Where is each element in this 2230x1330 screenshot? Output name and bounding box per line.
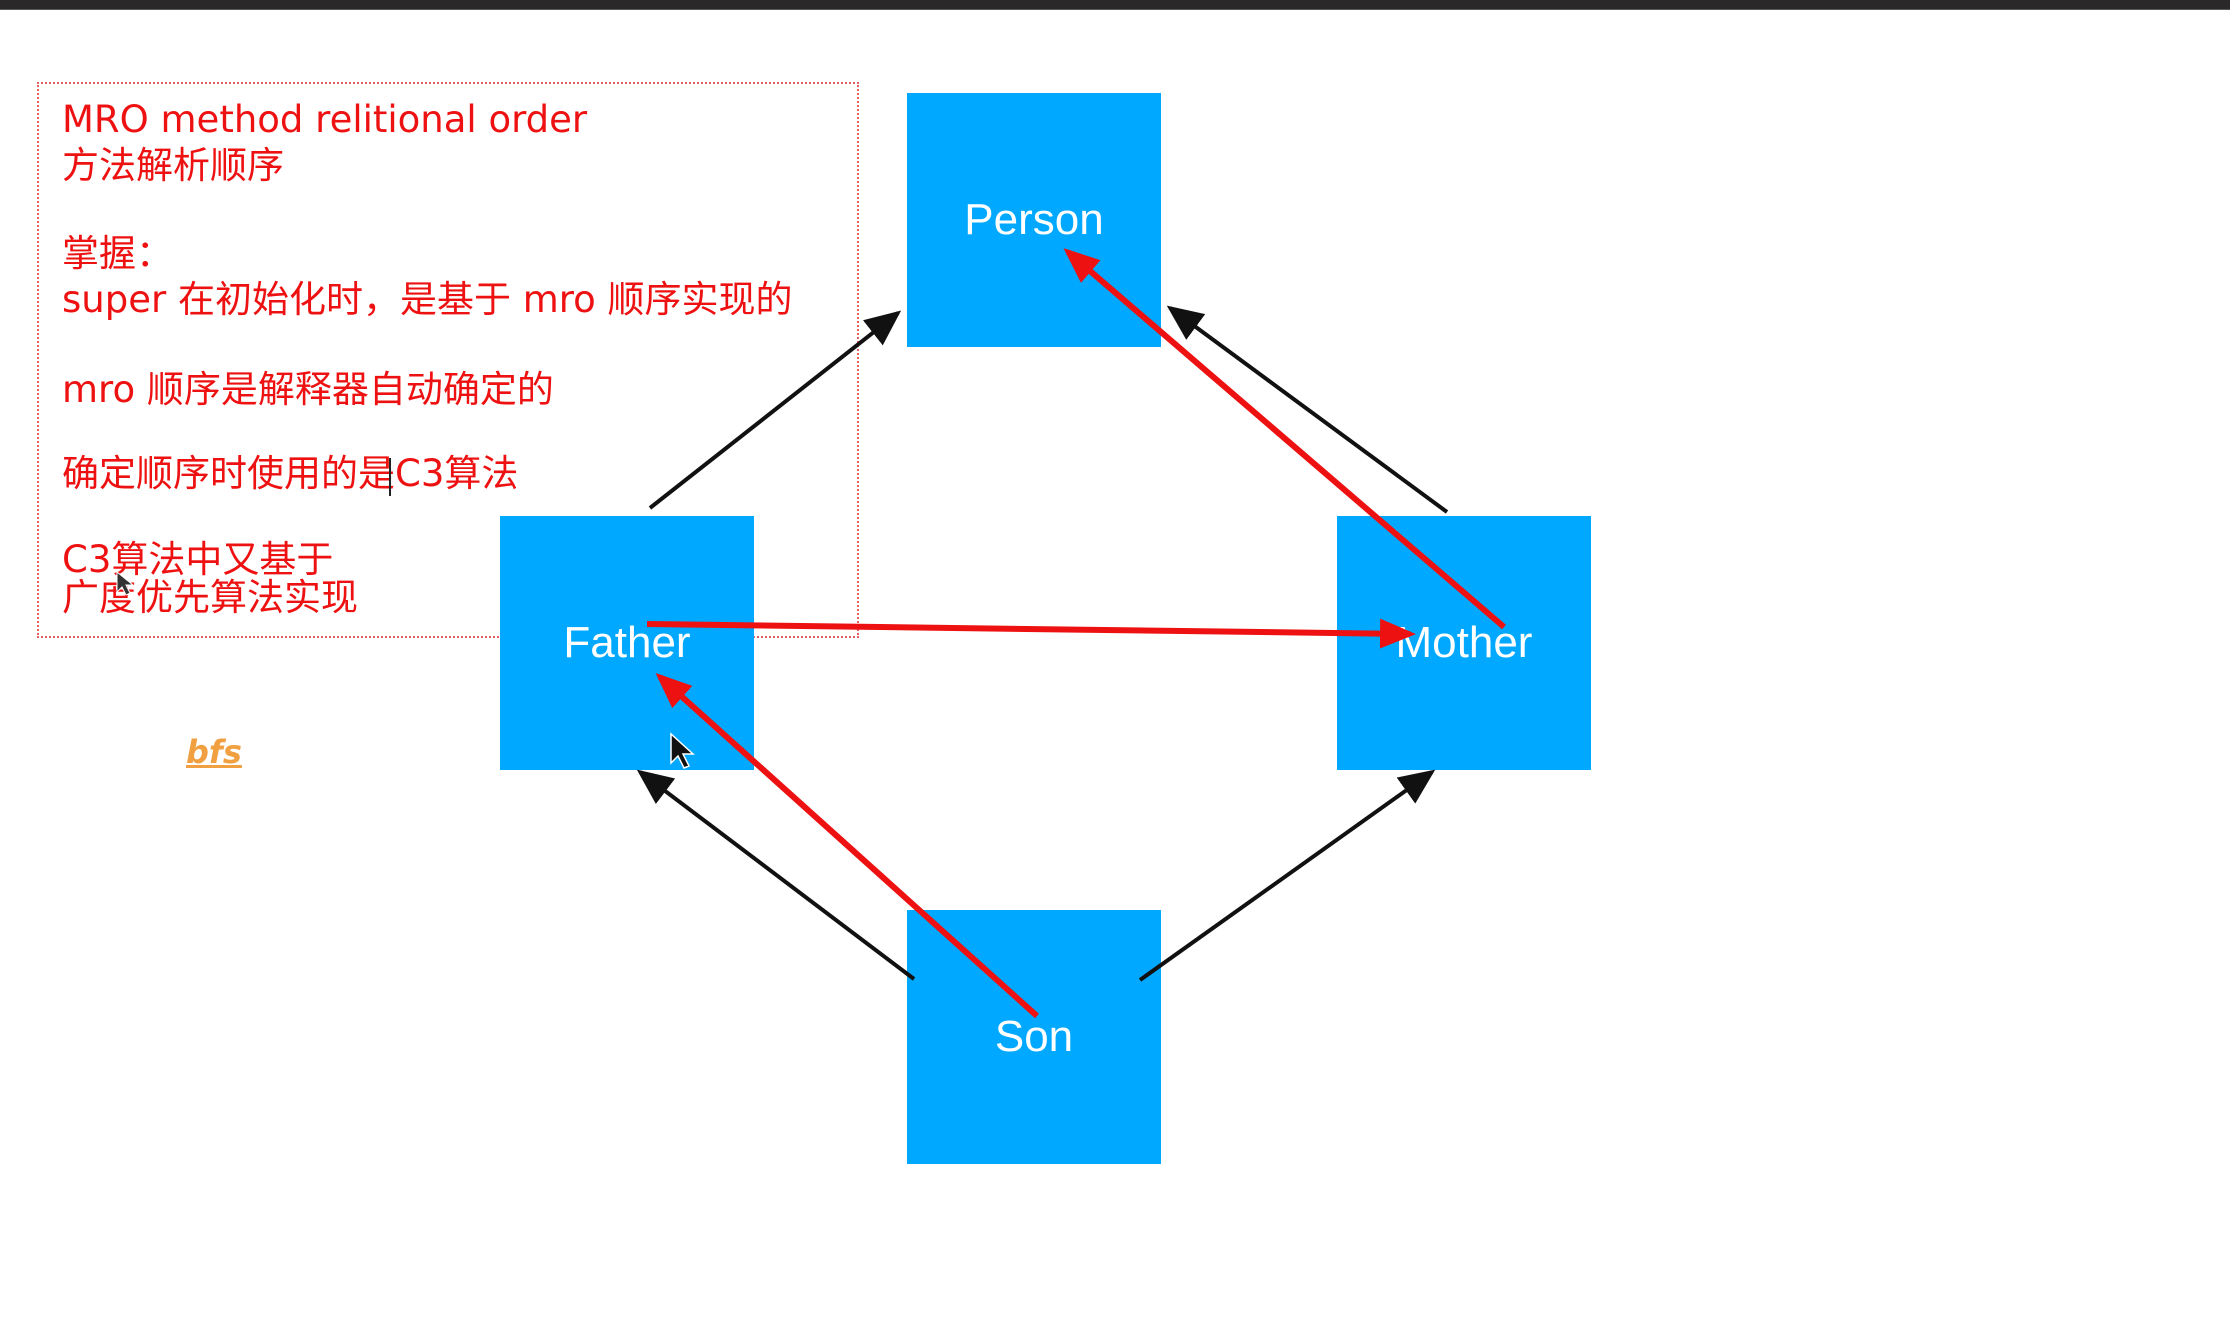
note-line-2: 方法解析顺序: [62, 144, 284, 187]
node-person-label: Person: [964, 195, 1104, 244]
node-person[interactable]: Person: [907, 93, 1161, 347]
annotation-box[interactable]: [37, 82, 859, 638]
node-son-label: Son: [994, 1012, 1074, 1061]
arrow-son-to-father: [636, 769, 916, 981]
note-line-5: mro 顺序是解释器自动确定的: [62, 368, 554, 411]
arrow-son-to-mother: [1138, 769, 1436, 982]
note-line-4: super 在初始化时，是基于 mro 顺序实现的: [62, 278, 793, 321]
note-line-6: 确定顺序时使用的是C3算法: [62, 452, 519, 495]
note-line-8: 广度优先算法实现: [62, 576, 358, 619]
arrow-mother-to-person: [1166, 305, 1449, 514]
note-line-3: 掌握：: [62, 232, 173, 275]
cursor-pointer-icon: [670, 732, 695, 769]
cursor-small-icon: [116, 570, 135, 596]
mro-arrow-father-to-mother: [646, 618, 1416, 649]
node-father[interactable]: Father: [500, 516, 754, 770]
mro-arrow-mother-to-person: [1063, 248, 1506, 630]
node-son[interactable]: Son: [907, 910, 1161, 1164]
node-mother[interactable]: Mother: [1337, 516, 1591, 770]
window-top-bar: [0, 0, 2230, 10]
mro-arrow-son-to-father: [655, 672, 1040, 1019]
bfs-link[interactable]: bfs: [186, 733, 242, 771]
note-line-1: MRO method relitional order: [62, 98, 588, 141]
arrow-father-to-person: [648, 310, 902, 510]
node-mother-label: Mother: [1395, 618, 1533, 667]
note-line-7: C3算法中又基于: [62, 538, 334, 581]
